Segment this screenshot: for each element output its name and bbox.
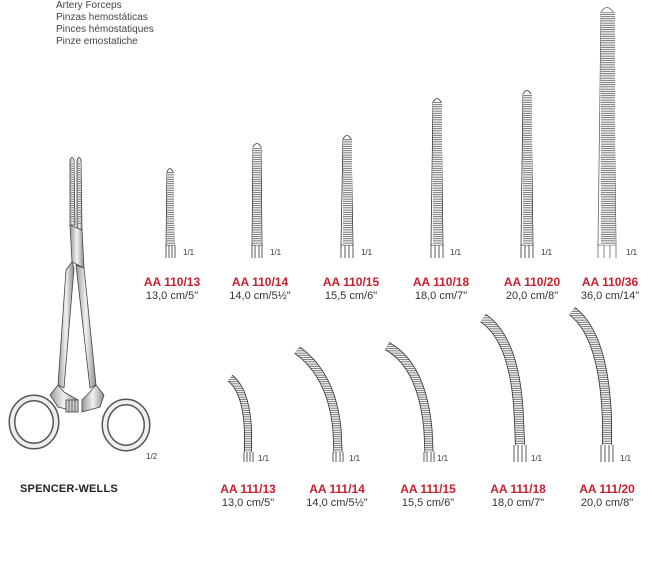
tip-111-18	[479, 313, 527, 462]
product-size: 15,5 cm/6"	[401, 497, 455, 509]
scale-110-20: 1/1	[541, 248, 553, 257]
product-code: AA 110/13	[143, 275, 201, 289]
curved-tips	[227, 307, 614, 462]
product-size: 18,0 cm/7"	[491, 497, 545, 509]
product-code: AA 111/13	[220, 482, 276, 496]
product-111-15: AA 111/15 15,5 cm/6"	[383, 482, 473, 510]
tip-111-14	[294, 346, 344, 462]
product-size: 20,0 cm/8"	[580, 497, 634, 509]
product-size: 15,5 cm/6"	[324, 290, 378, 302]
product-110-14: AA 110/14 14,0 cm/5½"	[215, 275, 305, 303]
header-line-es: Pinzas hemostáticas	[56, 12, 148, 23]
product-code: AA 110/20	[503, 275, 561, 289]
large-forceps	[8, 157, 151, 452]
product-size: 13,0 cm/5"	[221, 497, 275, 509]
scale-111-20: 1/1	[620, 454, 632, 463]
product-code: AA 111/20	[579, 482, 635, 496]
product-110-36: AA 110/36 36,0 cm/14"	[565, 275, 652, 303]
scale-111-18: 1/1	[531, 454, 543, 463]
product-size: 18,0 cm/7"	[414, 290, 468, 302]
scale-110-18: 1/1	[450, 248, 462, 257]
product-110-20: AA 110/20 20,0 cm/8"	[487, 275, 577, 303]
product-code: AA 110/14	[231, 275, 289, 289]
tip-110-36	[597, 7, 617, 258]
main-scale-label: 1/2	[146, 452, 158, 461]
tip-110-20	[520, 90, 534, 258]
scale-110-14: 1/1	[270, 248, 282, 257]
product-size: 14,0 cm/5½"	[229, 290, 291, 302]
product-111-20: AA 111/20 20,0 cm/8"	[562, 482, 652, 510]
scale-110-36: 1/1	[626, 248, 638, 257]
product-111-14: AA 111/14 14,0 cm/5½"	[292, 482, 382, 510]
straight-tips	[165, 7, 617, 258]
product-size: 20,0 cm/8"	[505, 290, 559, 302]
header-line-it: Pinze emostatiche	[56, 36, 138, 47]
tip-110-14	[251, 143, 263, 258]
product-size: 36,0 cm/14"	[580, 290, 640, 302]
scale-111-15: 1/1	[437, 454, 449, 463]
product-110-18: AA 110/18 18,0 cm/7"	[396, 275, 486, 303]
catalog-header: Artery Forceps Pinzas hemostáticas Pince…	[56, 0, 154, 48]
tip-110-13	[165, 168, 176, 258]
tip-110-15	[340, 135, 354, 258]
product-code: AA 110/18	[412, 275, 470, 289]
product-code: AA 111/15	[400, 482, 456, 496]
header-line-en: Artery Forceps	[56, 0, 122, 11]
scale-111-14: 1/1	[349, 454, 361, 463]
scale-110-13: 1/1	[183, 248, 195, 257]
product-111-13: AA 111/13 13,0 cm/5"	[203, 482, 293, 510]
product-110-13: AA 110/13 13,0 cm/5"	[127, 275, 217, 303]
product-size: 13,0 cm/5"	[145, 290, 199, 302]
scale-110-15: 1/1	[361, 248, 373, 257]
tip-111-13	[227, 374, 254, 462]
product-110-15: AA 110/15 15,5 cm/6"	[306, 275, 396, 303]
product-family-name: SPENCER-WELLS	[20, 483, 118, 495]
tip-111-20	[568, 307, 614, 462]
product-code: AA 110/36	[581, 275, 639, 289]
product-code: AA 111/14	[309, 482, 365, 496]
product-size: 14,0 cm/5½"	[306, 497, 368, 509]
header-line-fr: Pinces hémostatiques	[56, 24, 154, 35]
tip-111-15	[384, 342, 435, 462]
tip-110-18	[430, 98, 444, 258]
product-code: AA 110/15	[322, 275, 380, 289]
product-111-18: AA 111/18 18,0 cm/7"	[473, 482, 563, 510]
scale-111-13: 1/1	[258, 454, 270, 463]
product-code: AA 111/18	[490, 482, 546, 496]
